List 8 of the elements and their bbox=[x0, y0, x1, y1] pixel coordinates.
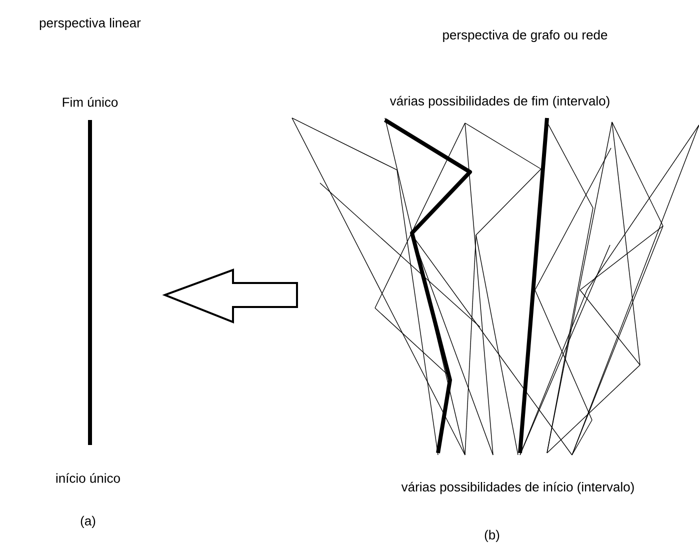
text-label: perspectiva de grafo ou rede bbox=[443, 30, 608, 42]
text-label: perspectiva linear bbox=[40, 18, 141, 30]
text-label: várias possibilidades de início (intervalo) bbox=[401, 482, 634, 494]
text-label: (b) bbox=[484, 530, 500, 542]
text-label: início único bbox=[56, 473, 120, 483]
text-label: várias possibilidades de fim (intervalo) bbox=[390, 96, 610, 108]
text-label: (a) bbox=[80, 516, 96, 528]
text-label: Fim único bbox=[62, 97, 118, 107]
